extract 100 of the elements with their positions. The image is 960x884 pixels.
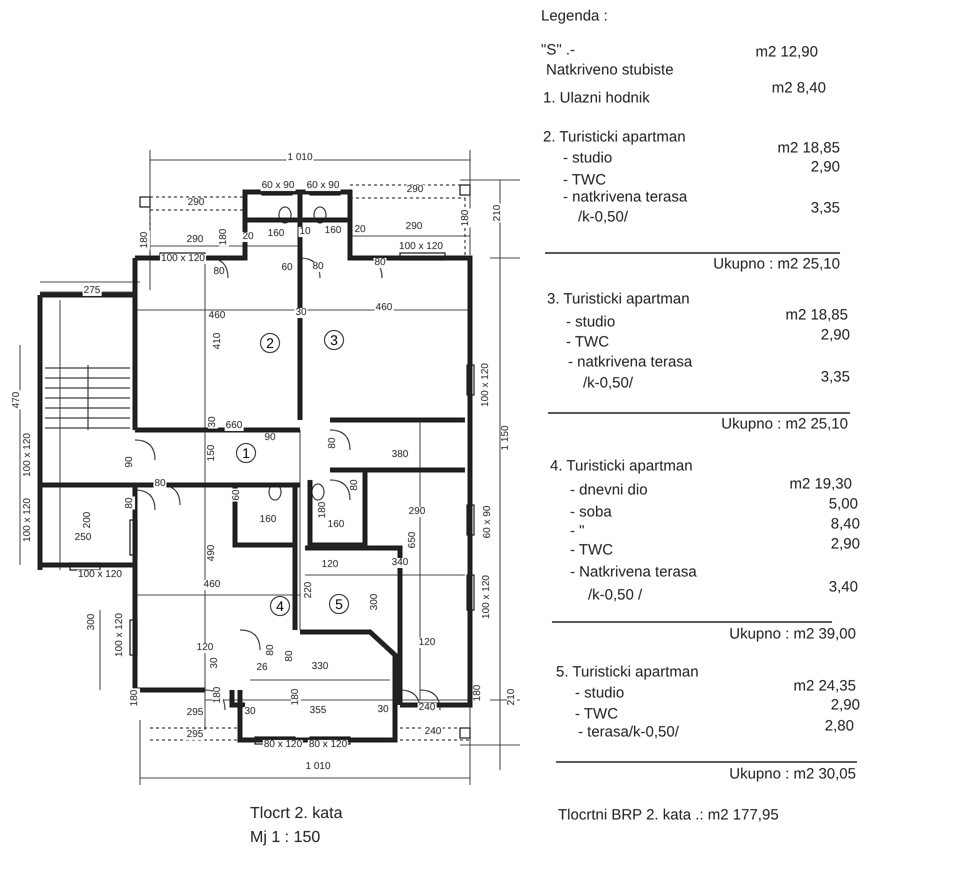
dimension-label: 490 (207, 544, 217, 562)
area-table-text: /k-0,50 / (588, 588, 642, 602)
dimension-label: 470 (12, 390, 22, 410)
area-table-text: 2,90 (830, 698, 860, 712)
area-table-text: m2 24,35 (793, 678, 856, 694)
dimension-label: 180 (473, 684, 483, 702)
dimension-label: 250 (74, 533, 92, 543)
dimension-label: 355 (308, 706, 328, 716)
dimension-label: 80 (266, 643, 276, 657)
dimension-label: 180 (213, 686, 223, 704)
area-table-text: 2,90 (830, 536, 860, 552)
dimension-label: 100 x 120 (23, 497, 33, 543)
dimension-label: 120 (196, 643, 214, 653)
dimension-label: 60 x 90 (260, 181, 296, 191)
dimension-label: 300 (87, 612, 97, 632)
dimension-label: 60 x 90 (306, 181, 340, 191)
area-table-text: 3,40 (828, 580, 858, 594)
dimension-label: 30 (210, 656, 220, 670)
dimension-label: 460 (208, 311, 226, 321)
dimension-label: 160 (324, 226, 342, 236)
area-table-text: - natkrivena terasa (568, 354, 692, 370)
dimension-label: 90 (263, 433, 277, 443)
dimension-label: 30 (376, 705, 390, 715)
dimension-label: 340 (390, 558, 410, 568)
dimension-label: 120 (320, 560, 340, 570)
dimension-label: 1 010 (304, 762, 332, 772)
area-table-text: "S" .- (541, 42, 575, 58)
dimension-label: 80 x 120 (262, 740, 304, 750)
dimension-label: 180 (219, 228, 229, 246)
area-table-text: - natkrivena terasa (563, 190, 688, 204)
area-table-text: Ukupno : m2 30,05 (729, 766, 856, 782)
dimension-label: 80 (373, 258, 387, 268)
dimension-label: 80 (350, 478, 360, 492)
dimension-label: 290 (408, 507, 426, 517)
area-table-text: - TWC (575, 706, 618, 722)
area-table-text: m2 19,30 (789, 476, 852, 492)
area-table-text: Natkriveno stubiste (546, 62, 674, 78)
dimension-label: 80 (212, 267, 226, 277)
dimension-label: 240 (424, 727, 442, 737)
plan-title: Tlocrt 2. kata (250, 806, 342, 822)
dimension-label: 80 (125, 496, 135, 510)
dimension-label: 60 x 90 (483, 504, 493, 540)
area-table-text: /k-0,50/ (578, 210, 628, 224)
dimension-label: 30 (208, 415, 218, 429)
area-table-text: - studio (566, 314, 616, 330)
dimension-label: 100 x 120 (23, 432, 33, 478)
dimension-label: 660 (224, 421, 244, 431)
area-table-text: 2,90 (820, 328, 850, 342)
room-number: 4 (270, 596, 290, 616)
area-table-text: Ukupno : m2 39,00 (729, 626, 856, 642)
dimension-label: 180 (461, 208, 471, 228)
area-table-text: - Natkrivena terasa (570, 564, 697, 580)
dimension-label: 275 (82, 286, 102, 296)
dimension-label: 100 x 120 (481, 362, 491, 408)
area-table-text: - soba (570, 504, 612, 520)
area-table-text: m2 18,85 (785, 308, 848, 322)
dimension-label: 80 x 120 (308, 740, 348, 750)
dimension-label: 330 (310, 662, 330, 672)
area-table-text: 2. Turisticki apartman (543, 130, 686, 144)
dimension-label: 220 (304, 580, 314, 600)
dimension-label: 30 (294, 308, 308, 318)
area-table-text: 4. Turisticki apartman (550, 458, 693, 474)
dimension-label: 160 (266, 229, 286, 239)
dimension-label: 460 (374, 303, 394, 313)
dimension-label: 460 (202, 580, 222, 590)
area-table-text: - " (570, 524, 584, 538)
dimension-label: 295 (186, 730, 204, 740)
area-table-text: Tlocrtni BRP 2. kata .: m2 177,95 (558, 808, 779, 822)
dimension-label: 180 (291, 688, 301, 706)
dimension-label: 1 010 (286, 153, 314, 163)
dimension-label: 290 (406, 185, 424, 195)
dimension-label: 160 (258, 515, 278, 525)
area-table-text: 5,00 (828, 496, 858, 512)
area-table-text: m2 8,40 (772, 80, 826, 96)
dimension-label: 20 (353, 225, 367, 235)
dimension-label: 30 (243, 707, 257, 717)
area-table-text: 3. Turisticki apartman (547, 292, 690, 306)
area-table-text: 8,40 (830, 516, 860, 532)
area-table-text: /k-0,50/ (583, 376, 634, 390)
room-number: 5 (329, 594, 349, 614)
dimension-label: 100 x 120 (160, 254, 206, 264)
scale-caption: Mj 1 : 150 (250, 830, 320, 846)
dimension-label: 150 (207, 444, 217, 462)
dimension-label: 90 (125, 455, 135, 469)
dimension-label: 290 (186, 198, 206, 208)
dimension-label: 120 (418, 638, 436, 648)
dimension-label: 650 (408, 530, 418, 550)
dimension-label: 180 (140, 230, 150, 250)
area-table-text: 2,90 (810, 160, 840, 174)
dimension-label: 80 (285, 649, 295, 663)
dimension-label: 20 (241, 232, 255, 242)
dimension-label: 200 (83, 510, 93, 530)
dimension-label: 60 (280, 263, 294, 273)
room-number: 3 (324, 330, 344, 350)
room-number: 2 (260, 333, 280, 353)
dimension-label: 60 (232, 488, 242, 502)
area-table-text: 2,80 (824, 718, 854, 734)
area-table-text: - studio (575, 686, 624, 700)
dimension-label: 100 x 120 (398, 242, 444, 252)
dimension-label: 80 (311, 262, 325, 272)
